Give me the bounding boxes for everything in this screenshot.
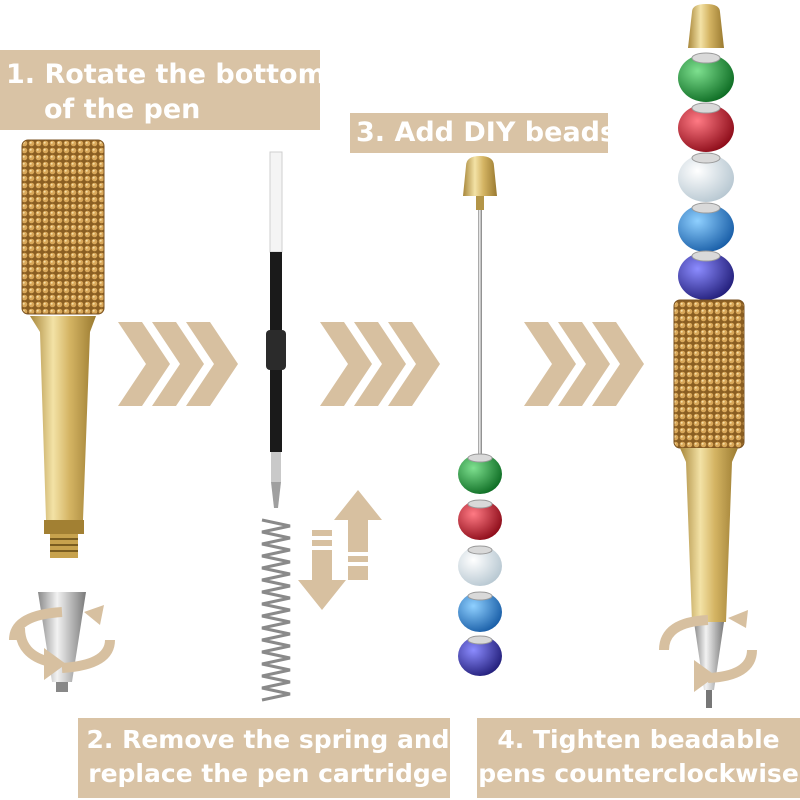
step-2-line-2: replace the pen cartridge — [88, 759, 448, 788]
assembled-pen — [673, 4, 745, 708]
step-2-line-1: 2. Remove the spring and — [86, 725, 450, 754]
chevron-arrows-icon — [524, 322, 644, 406]
step-4-line-2: pens counterclockwise — [478, 759, 799, 788]
step-1-line-2: of the pen — [44, 94, 201, 125]
bead-stack-1 — [458, 453, 502, 676]
bead-stack-2 — [678, 52, 734, 300]
up-down-arrows-icon — [298, 490, 382, 610]
step-1-label: 1. Rotate the bottom of the pen — [0, 50, 326, 130]
step-2-label: 2. Remove the spring and replace the pen… — [78, 718, 450, 798]
pen-body-1 — [21, 139, 105, 692]
step-4-line-1: 4. Tighten beadable — [497, 725, 780, 754]
step-1-line-1: 1. Rotate the bottom — [6, 59, 326, 90]
chevron-arrows-icon — [118, 322, 238, 406]
step-3-label: 3. Add DIY beads — [350, 113, 617, 153]
rotate-arrow-icon — [9, 605, 115, 680]
bead-rod — [463, 156, 497, 460]
spring — [261, 518, 291, 702]
pen-cartridge — [266, 151, 286, 508]
rotate-arrow-icon — [659, 610, 757, 692]
step-4-label: 4. Tighten beadable pens counterclockwis… — [477, 718, 800, 798]
chevron-arrows-icon — [320, 322, 440, 406]
step-3-line-1: 3. Add DIY beads — [356, 117, 617, 148]
